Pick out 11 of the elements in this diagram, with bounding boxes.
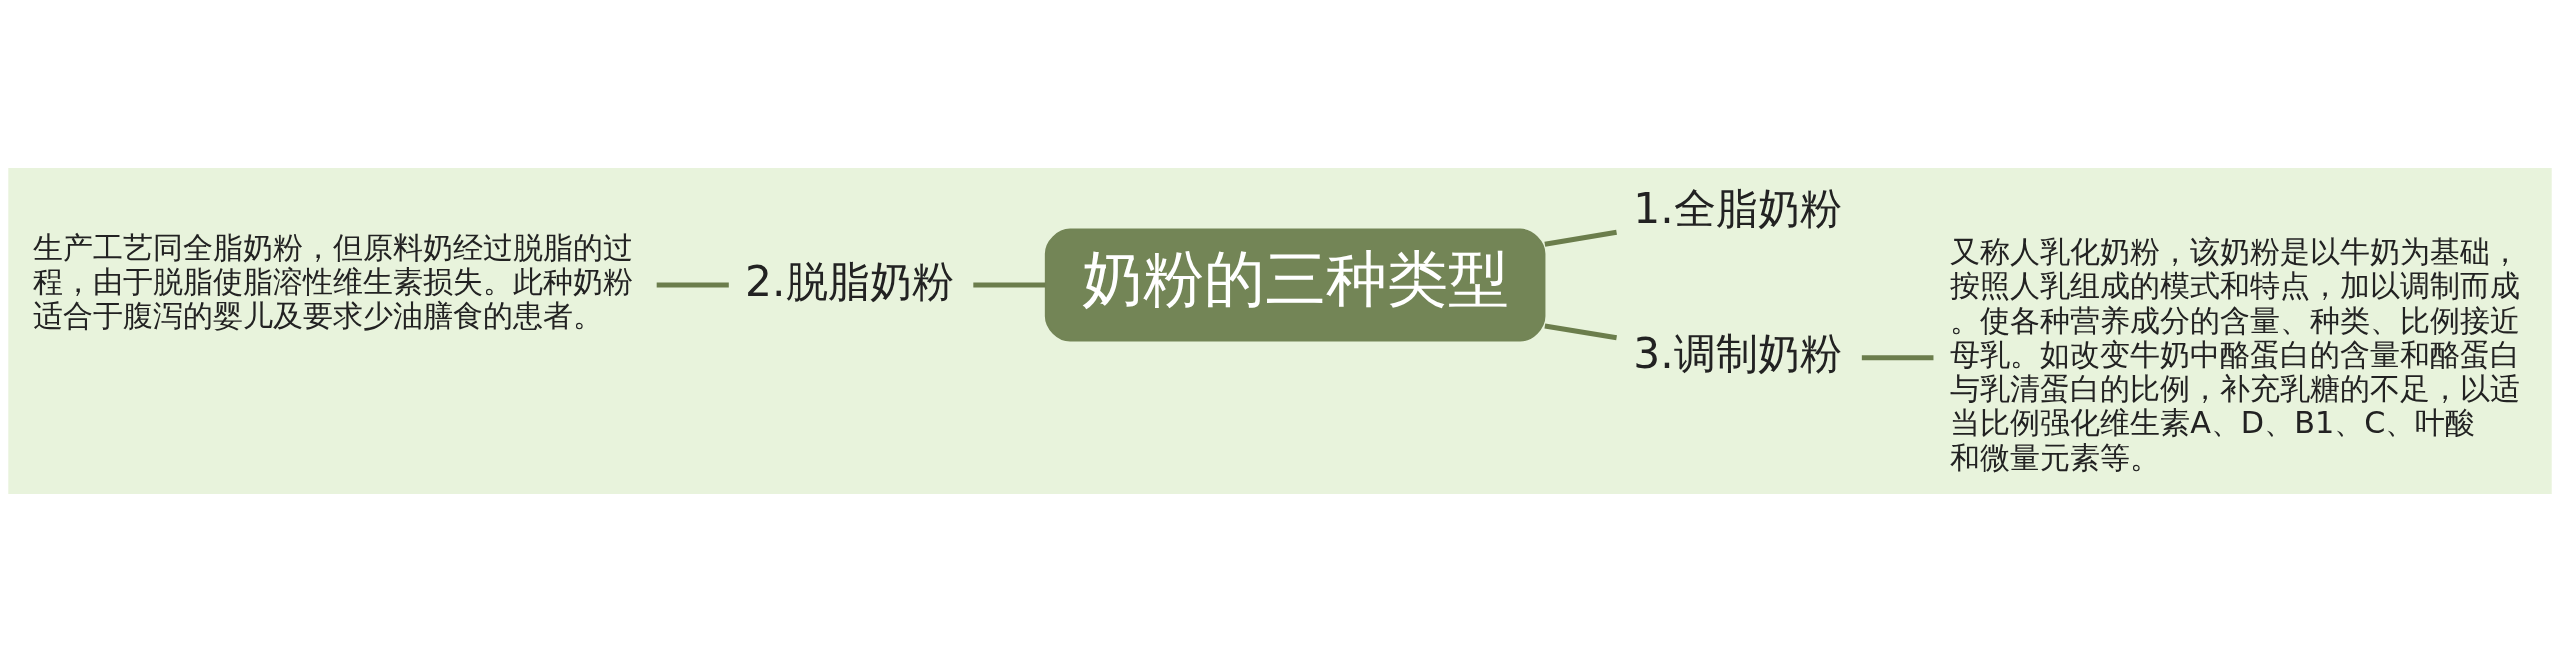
node-text: 2.脱脂奶粉 bbox=[745, 256, 954, 306]
connector bbox=[656, 282, 729, 288]
node-text: 3.调制奶粉 bbox=[1633, 329, 1842, 379]
connector bbox=[1861, 355, 1934, 361]
node-text: 生产工艺同全脂奶粉，但原料奶经过脱脂的过程，由于脱脂使脂溶性维生素损失。此种奶粉适合于腹泻的婴儿及要求少油膳食的患者。 bbox=[32, 229, 633, 334]
node-text: 1.全脂奶粉 bbox=[1633, 184, 1842, 234]
node-text: 又称人乳化奶粉，该奶粉是以牛奶为基础，按照人乳组成的模式和特点，加以调制而成。使各种营养成分的含量、种类、比例接近母乳。如改变牛奶中酪蛋白的含量和酪蛋白与乳清蛋白的比例，补充乳糖的不足，以适当比例强化维生素A、D、B1、C、叶酸和微量元素等。 bbox=[1950, 233, 2521, 475]
node-box: 奶粉的三种类型 bbox=[1044, 228, 1546, 342]
connector bbox=[1544, 229, 1617, 247]
connector bbox=[1544, 323, 1617, 341]
connector bbox=[973, 282, 1046, 288]
